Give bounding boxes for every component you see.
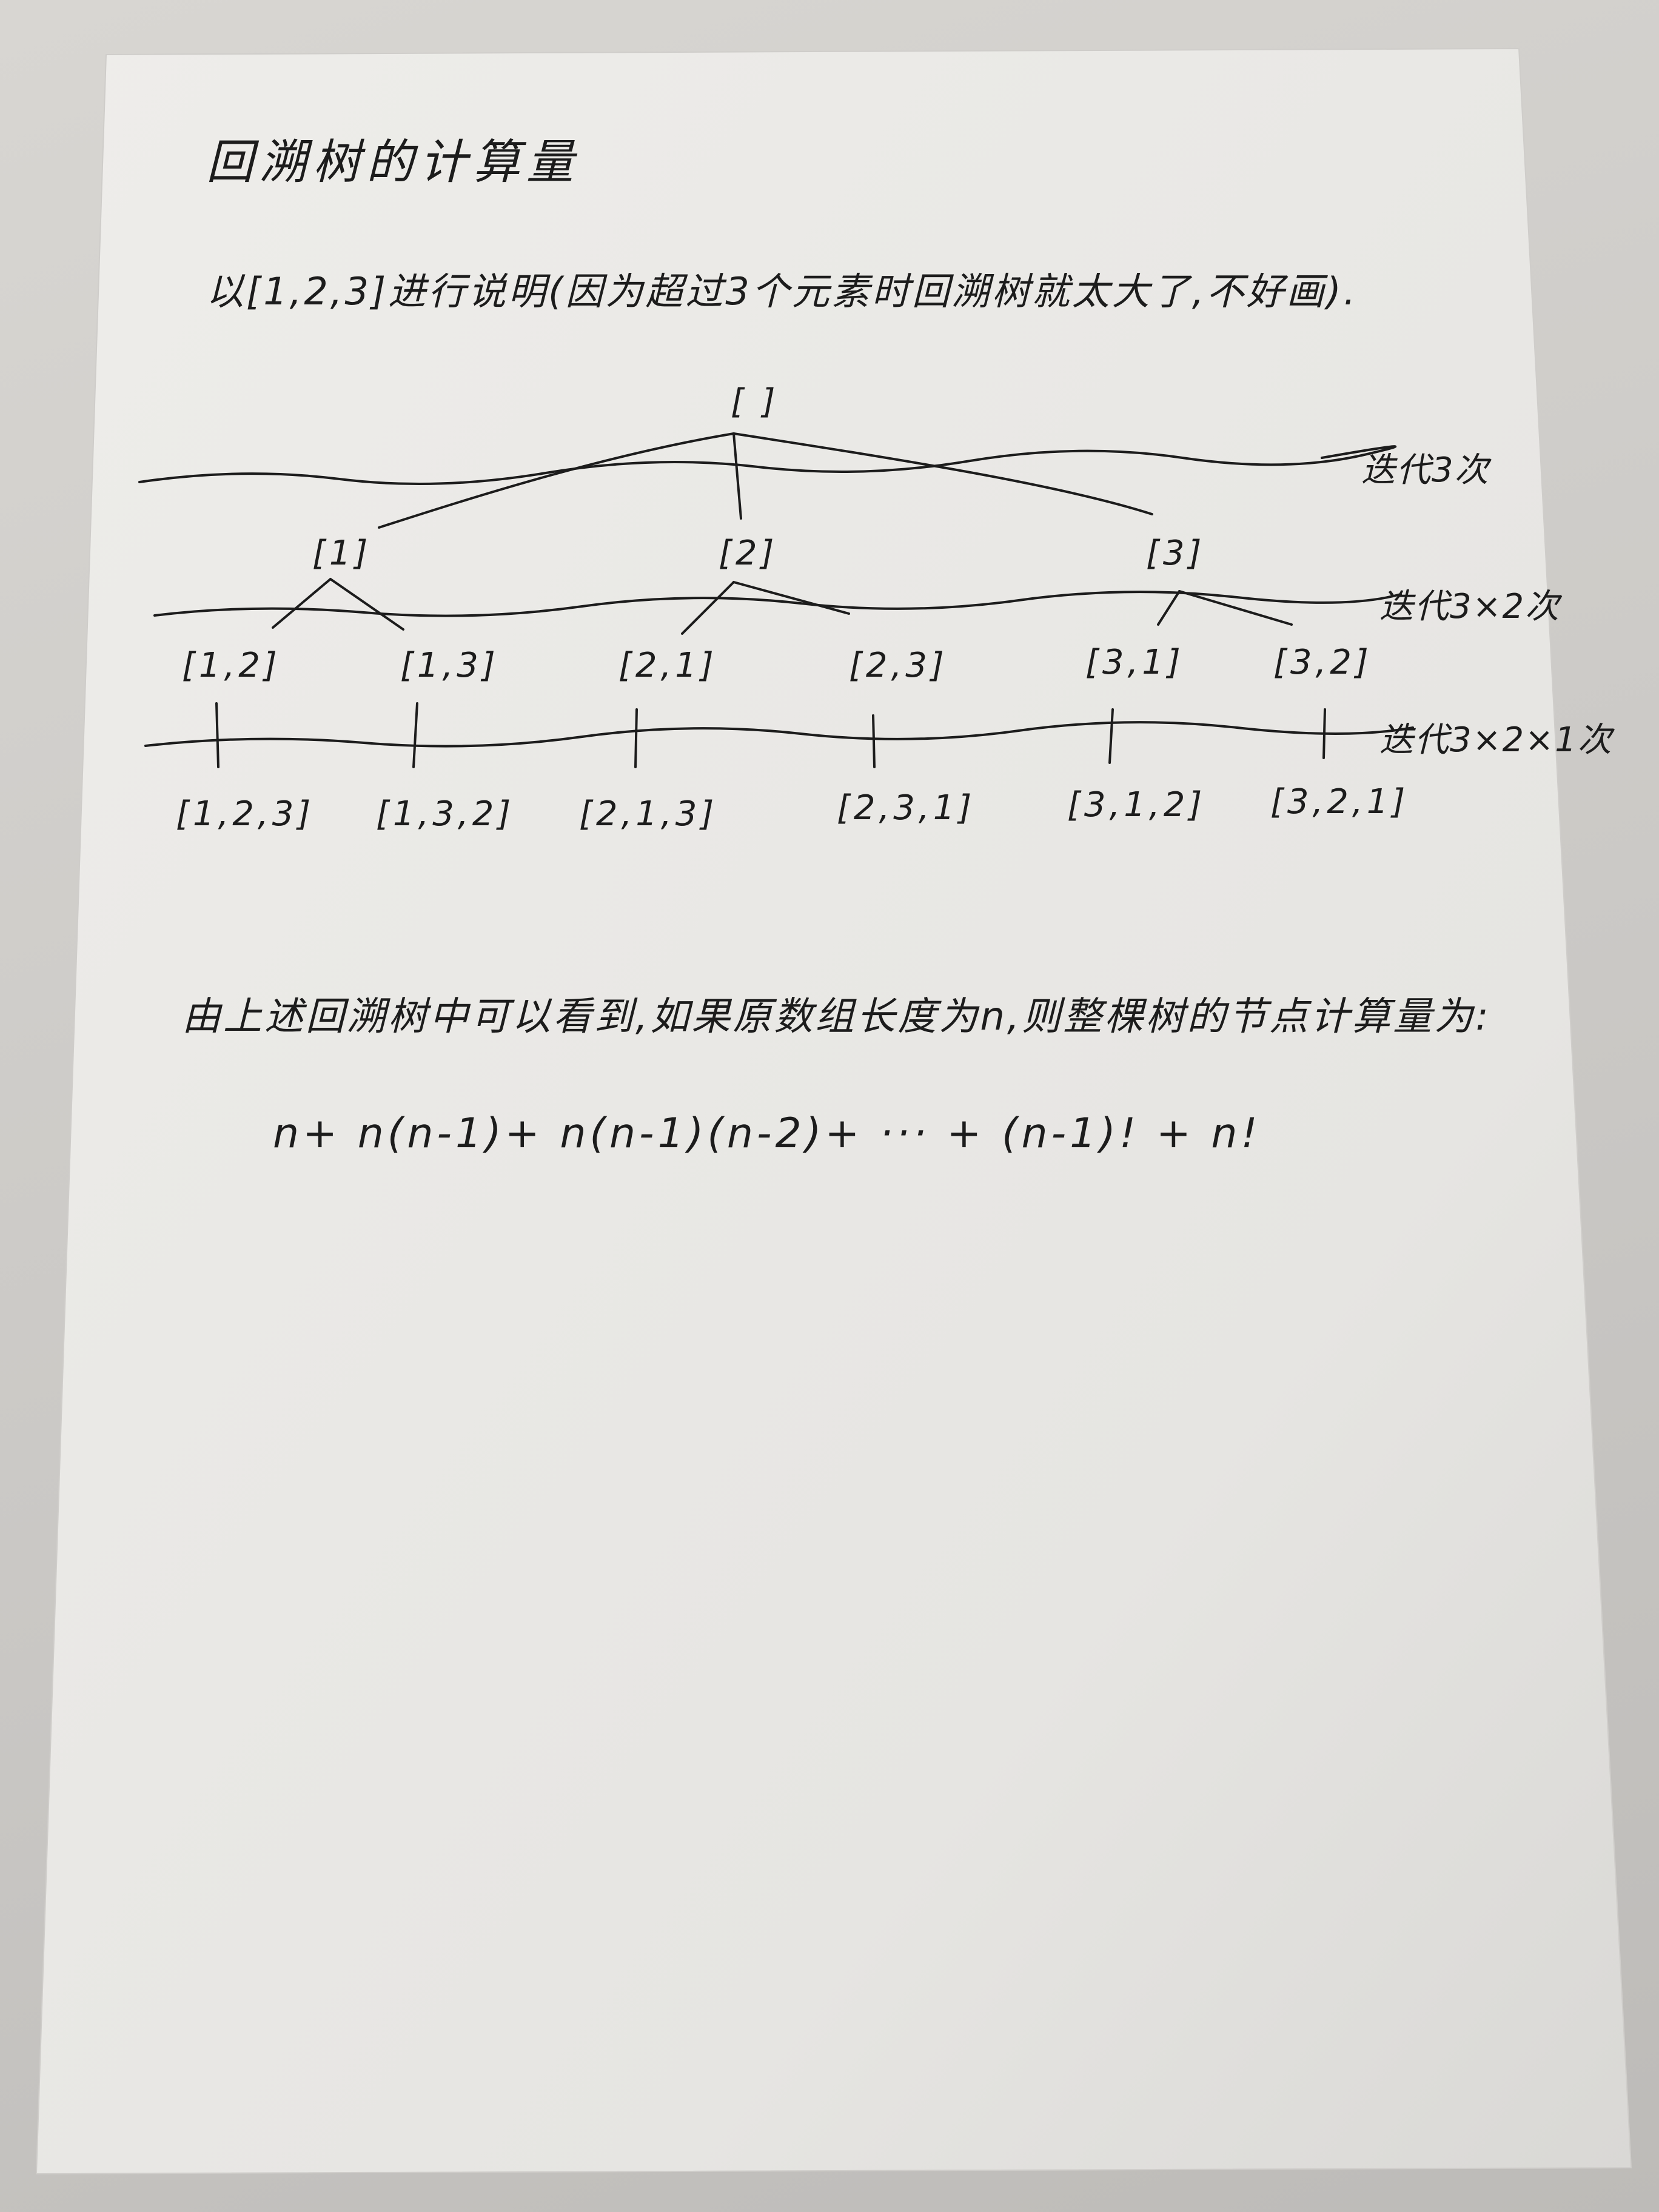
tree-node-231: [2,3,1] (837, 788, 976, 828)
tree-node-32: [3,2] (1273, 643, 1372, 682)
edge-2-to-23 (732, 581, 850, 615)
tree-node-3: [3] (1146, 534, 1205, 573)
tree-node-12: [1,2] (182, 646, 281, 685)
wavy-line-iteration-1 (138, 445, 1397, 485)
tree-node-312: [3,1,2] (1067, 785, 1206, 825)
wavy-line-iteration-2 (153, 591, 1402, 617)
tree-node-21: [2,1] (618, 646, 717, 685)
tick-123 (215, 702, 220, 768)
edge-root-to-2 (732, 432, 742, 520)
tick-132 (412, 702, 418, 768)
edge-2-to-21 (681, 581, 735, 635)
iteration-label-1: 迭代3次 (1361, 451, 1490, 490)
tick-231 (872, 714, 876, 768)
page-title: 回溯树的计算量 (206, 135, 580, 190)
paper-surface (35, 47, 1632, 2175)
formula-text: n+ n(n-1)+ n(n-1)(n-2)+ ··· + (n-1)! + n… (273, 1110, 1261, 1158)
tick-312 (1108, 708, 1114, 764)
edge-1-to-13 (329, 578, 404, 631)
tick-213 (634, 708, 638, 768)
conclusion-text: 由上述回溯树中可以看到,如果原数组长度为n,则整棵树的节点计算量为: (182, 994, 1491, 1039)
tree-root-node: [ ] (731, 382, 779, 421)
edge-3-to-31 (1157, 590, 1181, 626)
tree-lines (138, 432, 1414, 768)
tree-node-1: [1] (312, 534, 372, 573)
tree-node-213: [2,1,3] (579, 794, 718, 834)
tree-node-23: [2,3] (849, 646, 948, 685)
tick-321 (1322, 708, 1326, 759)
tree-node-2: [2] (719, 534, 778, 573)
wavy-line-iteration-3 (144, 721, 1414, 748)
edge-root-to-3 (732, 432, 1153, 515)
tree-node-321: [3,2,1] (1270, 782, 1409, 822)
tree-node-123: [1,2,3] (176, 794, 315, 834)
tree-node-31: [3,1] (1085, 643, 1184, 682)
intro-text: 以[1,2,3]进行说明(因为超过3个元素时回溯树就太大了,不好画). (206, 269, 1358, 313)
edge-root-to-1 (378, 432, 735, 529)
edge-3-to-32 (1178, 590, 1293, 626)
tree-node-13: [1,3] (400, 646, 499, 685)
tree-node-132: [1,3,2] (376, 794, 515, 834)
iteration-label-3: 迭代3×2×1次 (1379, 720, 1613, 760)
iteration-label-2: 迭代3×2次 (1379, 587, 1561, 626)
edge-1-to-12 (272, 578, 332, 629)
